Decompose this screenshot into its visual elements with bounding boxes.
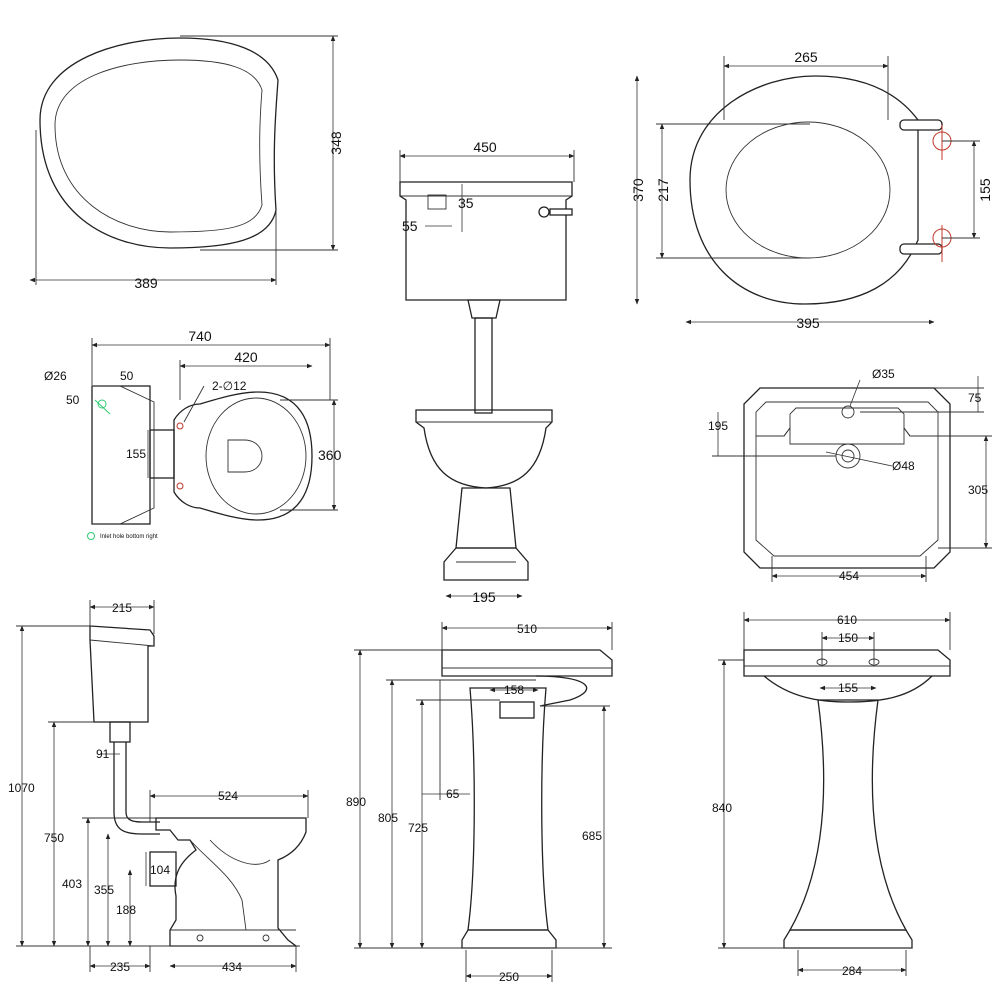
trap-offset-label: 65 <box>446 787 460 801</box>
button-gap-label: 55 <box>402 218 418 234</box>
basin-front-view: 610 150 155 840 284 <box>712 612 951 978</box>
hole-y-label: 50 <box>66 393 80 407</box>
basin-front-foot-label: 284 <box>842 964 862 978</box>
inlet-note: Inlet hole bottom right <box>100 534 158 540</box>
seat-top-view: 389 348 <box>29 35 344 291</box>
hinge-view-inner-label: 217 <box>655 178 671 202</box>
front-to-tap-label: 195 <box>708 419 728 433</box>
hinge-spacing-label: 155 <box>977 178 993 202</box>
tap-centres-label: 150 <box>838 631 858 645</box>
basin-waste-height-label: 805 <box>378 811 398 825</box>
outlet-height-label: 355 <box>94 883 114 897</box>
cistern-width-label: 450 <box>473 139 497 155</box>
seat-hinge-view: 265 370 217 155 395 <box>630 49 993 331</box>
pedestal-top-label: 158 <box>504 683 524 697</box>
basin-front-height-label: 840 <box>712 801 732 815</box>
outlet-low-label: 188 <box>116 903 136 917</box>
wc-plan-view: 740 420 Ø26 50 50 155 2-∅12 360 Inlet ho… <box>44 328 342 540</box>
bowl-width-label: 454 <box>839 569 859 583</box>
plan-bowl-label: 420 <box>234 349 258 365</box>
rim-height-label: 403 <box>62 877 82 891</box>
cistern-depth-label: 215 <box>112 601 132 615</box>
cistern-front-view: 450 35 55 195 <box>399 139 575 605</box>
seat-depth-label: 348 <box>328 131 344 155</box>
hole-x-label: 50 <box>120 369 134 383</box>
pan-foot-width-label: 195 <box>472 589 496 605</box>
tap-hole-label: Ø35 <box>872 367 895 381</box>
fixing-holes-label: 2-∅12 <box>212 379 247 393</box>
plan-overall-label: 740 <box>188 328 212 344</box>
bowl-depth-label: 305 <box>968 483 988 497</box>
hinge-view-depth-label: 370 <box>630 178 646 202</box>
front-pedestal-top-label: 155 <box>838 681 858 695</box>
pedestal-height-label: 685 <box>582 829 602 843</box>
waste-label: Ø48 <box>892 459 915 473</box>
basin-plan-view: Ø35 Ø48 75 195 305 454 <box>708 367 992 583</box>
hole-dia-label: Ø26 <box>44 369 67 383</box>
basin-rim-height-label: 890 <box>346 795 366 809</box>
basin-foot-label: 250 <box>499 970 519 984</box>
wall-to-outlet-label: 235 <box>110 960 130 974</box>
pipe-offset-label: 91 <box>96 747 110 761</box>
outlet-dia-label: 104 <box>150 863 170 877</box>
button-offset-label: 35 <box>458 195 474 211</box>
rim-to-tap-label: 75 <box>968 391 982 405</box>
hinge-view-overall-label: 395 <box>796 315 820 331</box>
pan-depth-label: 434 <box>222 960 242 974</box>
total-height-label: 1070 <box>8 781 35 795</box>
wc-side-view: 215 91 524 1070 750 403 355 188 104 235 … <box>8 600 309 974</box>
basin-front-width-label: 610 <box>837 613 857 627</box>
pan-length-label: 524 <box>218 789 238 803</box>
hinge-view-width-label: 265 <box>794 49 818 65</box>
basin-side-view: 510 158 890 805 725 65 685 250 <box>346 622 613 984</box>
plan-width-label: 360 <box>318 447 342 463</box>
seat-width-label: 389 <box>134 275 158 291</box>
basin-side-width-label: 510 <box>517 622 537 636</box>
basin-trap-height-label: 725 <box>408 821 428 835</box>
cistern-bottom-label: 750 <box>44 831 64 845</box>
plan-outlet-label: 155 <box>126 447 146 461</box>
